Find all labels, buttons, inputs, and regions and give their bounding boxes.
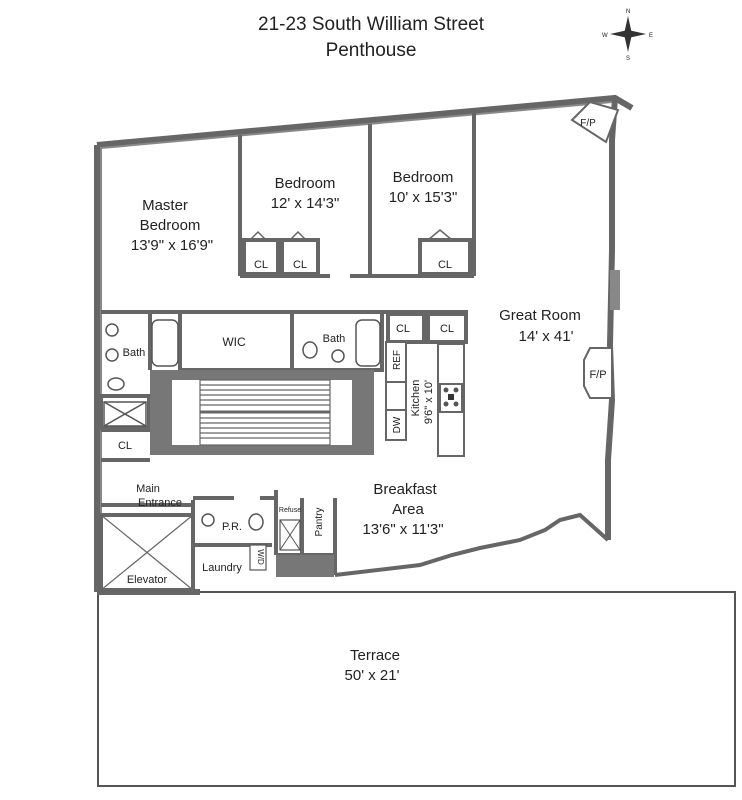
- elevator-label: Elevator: [127, 574, 168, 586]
- closet-label: CL: [440, 323, 454, 335]
- closet-label: CL: [438, 259, 452, 271]
- compass-rose-icon: N E S W: [602, 9, 653, 62]
- compass-n: N: [626, 9, 630, 15]
- hall-bath-label: Bath: [323, 333, 346, 345]
- bedroom-2-label: Bedroom: [393, 169, 454, 186]
- terrace-label: Terrace: [350, 647, 400, 664]
- master-bath-label: Bath: [123, 347, 146, 359]
- great-room-dims: 14' x 41': [519, 328, 574, 345]
- closet-label: CL: [396, 323, 410, 335]
- wic-label: WIC: [222, 335, 246, 349]
- ref-label: REF: [392, 350, 403, 370]
- terrace-area: [97, 591, 736, 787]
- breakfast-area-dims: 13'6" x 11'3": [362, 521, 443, 538]
- refuse-label: Refuse: [279, 507, 301, 514]
- corner-fireplace-label: F/P: [580, 118, 596, 129]
- bedroom-walls: [238, 112, 476, 278]
- pantry-label: Pantry: [314, 508, 325, 537]
- stair-treads: [199, 379, 331, 446]
- compass-e: E: [649, 33, 653, 39]
- closet-label: CL: [118, 440, 132, 452]
- master-bedroom-dims: 13'9" x 16'9": [131, 237, 213, 254]
- dw-label: DW: [392, 416, 403, 433]
- great-room-fireplace: [583, 347, 613, 399]
- laundry-label: Laundry: [202, 562, 242, 574]
- bedroom-2-dims: 10' x 15'3": [389, 189, 458, 206]
- powder-room-label: P.R.: [222, 521, 242, 533]
- closet-label: CL: [254, 259, 268, 271]
- plan-title: 21-23 South William Street: [258, 14, 484, 35]
- main-entrance-label: Main: [136, 483, 160, 495]
- stair-core: [150, 370, 374, 455]
- breakfast-area-label: Breakfast: [373, 481, 437, 498]
- great-room-label: Great Room: [499, 307, 581, 324]
- terrace-dims: 50' x 21': [345, 667, 400, 684]
- main-entrance-label-2: Entrance: [138, 497, 182, 509]
- fireplace-label: F/P: [589, 369, 606, 381]
- breakfast-area-label-2: Area: [392, 501, 424, 518]
- bedroom-1-dims: 12' x 14'3": [271, 195, 340, 212]
- plan-subtitle: Penthouse: [325, 40, 417, 61]
- closet-label: CL: [293, 259, 307, 271]
- wd-label: W/D: [256, 549, 265, 565]
- kitchen-dims: 9'6" x 10': [423, 380, 435, 424]
- master-bedroom-label-2: Bedroom: [140, 217, 201, 234]
- compass-s: S: [626, 56, 630, 62]
- bedroom-1-label: Bedroom: [275, 175, 336, 192]
- compass-w: W: [602, 33, 608, 39]
- master-bedroom-label: Master: [142, 197, 188, 214]
- kitchen-label: Kitchen: [410, 380, 422, 417]
